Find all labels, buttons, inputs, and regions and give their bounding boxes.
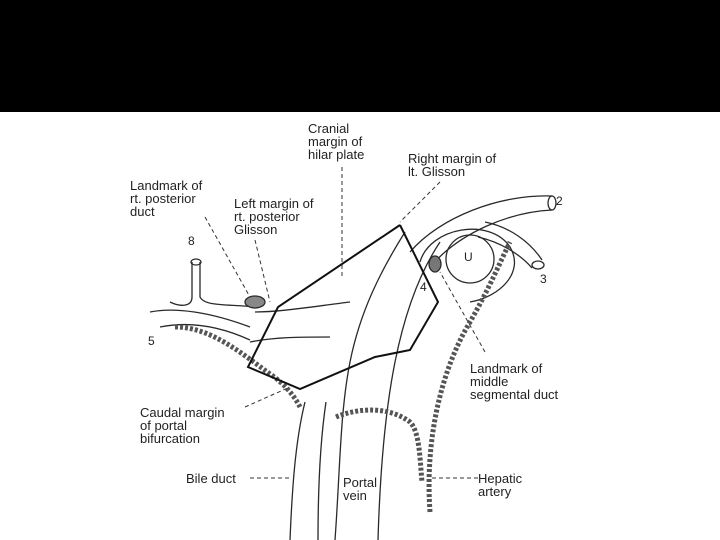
portal-vein-trunk (334, 231, 406, 540)
hilar-plate-outline (246, 224, 440, 391)
right-anterior-branch (249, 336, 331, 343)
right-posterior-branch (254, 301, 351, 313)
right-duct-5 (149, 309, 251, 328)
leader-middle (439, 271, 486, 353)
portal-vein-trunk-right (377, 241, 441, 540)
segment-2-number: 2 (556, 194, 563, 208)
branch-3-inner (477, 236, 533, 269)
anatomy-drawing (149, 167, 557, 540)
left-branch-upper-inner (429, 209, 553, 268)
middle-landmark (428, 255, 442, 273)
leader-caudal (244, 386, 291, 408)
label-landmark-middle: Landmark of middle segmental duct (470, 361, 559, 402)
segment-4-number: 4 (420, 280, 427, 294)
label-portal-vein: Portal vein (343, 475, 377, 503)
artery-crossing (335, 407, 425, 483)
umbilical-label-u: U (464, 250, 473, 264)
label-caudal-margin: Caudal margin of portal bifurcation (140, 405, 225, 446)
leader-left-margin (254, 239, 271, 303)
left-branch-upper (409, 195, 553, 253)
label-cranial-margin: Cranial margin of hilar plate (308, 121, 365, 162)
right-duct-5-b (159, 323, 251, 341)
umbilical-portion (445, 234, 495, 284)
branch-3-end (531, 260, 545, 270)
label-landmark-posterior: Landmark of rt. posterior duct (130, 178, 203, 219)
hilar-anatomy-figure: Cranial margin of hilar plate Right marg… (0, 112, 720, 540)
posterior-landmark (244, 295, 266, 309)
label-hepatic-artery: Hepatic artery (478, 471, 523, 499)
duct-8-end (190, 258, 202, 266)
label-left-margin: Left margin of rt. posterior Glisson (234, 196, 314, 237)
label-bile-duct: Bile duct (186, 471, 236, 486)
branch-3 (484, 221, 543, 261)
bile-duct (289, 401, 306, 540)
leader-posterior (204, 216, 251, 298)
hepatic-artery (426, 240, 513, 513)
right-duct-8 (169, 262, 193, 306)
label-right-margin: Right margin of lt. Glisson (408, 151, 497, 179)
branch-2-end (547, 195, 557, 211)
segment-3-number: 3 (540, 272, 547, 286)
segment-5-number: 5 (148, 334, 155, 348)
leader-right-margin (399, 181, 441, 223)
right-artery (174, 324, 303, 409)
segment-8-number: 8 (188, 234, 195, 248)
bile-duct-right (317, 401, 327, 540)
